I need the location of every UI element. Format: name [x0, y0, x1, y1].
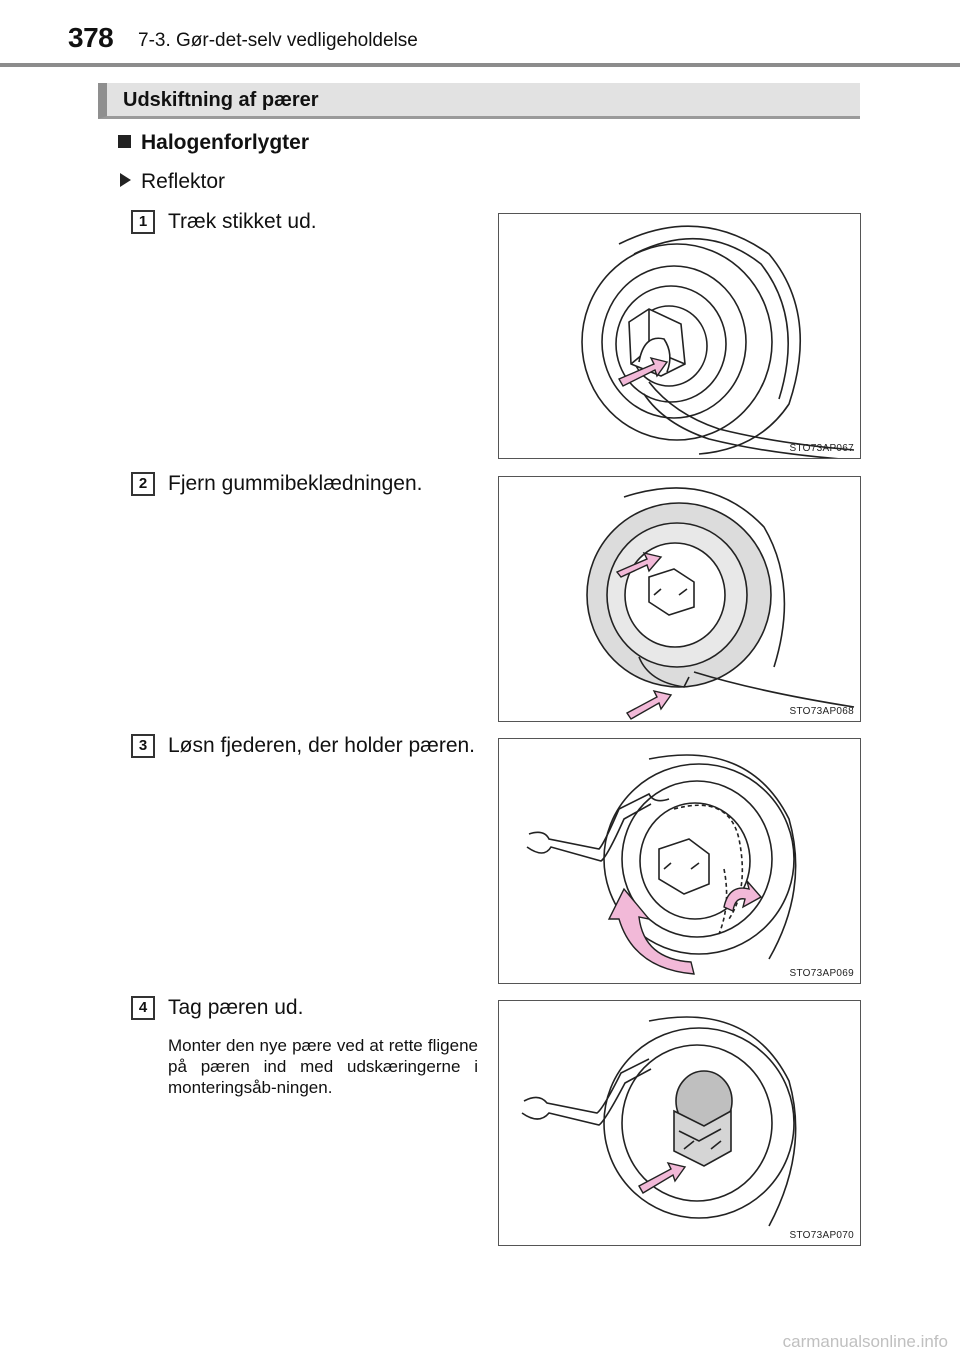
figure-code-1: STO73AP067: [789, 443, 854, 454]
bulb-removal-illustration: [521, 1016, 797, 1227]
page-number: 378: [68, 22, 114, 53]
watermark: carmanualsonline.info: [782, 1332, 948, 1351]
step-note-4: Monter den nye pære ved at rette fligene…: [168, 1036, 478, 1097]
triangle-bullet-icon: [120, 173, 131, 187]
sub-subheading-text: Reflektor: [141, 170, 226, 193]
figure-3: STO73AP069: [498, 738, 861, 984]
headlight-connector-illustration: [581, 225, 855, 458]
section-title: Udskiftning af pærer: [123, 89, 319, 111]
figure-4: STO73AP070: [498, 1000, 861, 1246]
subheading: Halogenforlygter: [118, 131, 309, 155]
step-number-1: 1: [131, 210, 155, 234]
figure-code-4: STO73AP070: [789, 1230, 854, 1241]
figure-2: STO73AP068: [498, 476, 861, 722]
header-rule: [0, 63, 960, 67]
step-text-1: Træk stikket ud.: [168, 210, 317, 233]
subheading-text: Halogenforlygter: [141, 131, 310, 154]
sub-subheading: Reflektor: [120, 170, 225, 194]
step-text-4: Tag pæren ud.: [168, 996, 304, 1019]
section-title-box: Udskiftning af pærer: [98, 83, 860, 119]
step-text-2: Fjern gummibeklædningen.: [168, 472, 423, 495]
chapter-title: 7-3. Gør-det-selv vedligeholdelse: [138, 30, 418, 51]
step-text-3: Løsn fjederen, der holder pæren.: [168, 734, 476, 757]
step-number-2: 2: [131, 472, 155, 496]
rubber-cover-illustration: [586, 487, 855, 720]
square-bullet-icon: [118, 135, 131, 148]
figure-code-2: STO73AP068: [789, 706, 854, 717]
step-number-4: 4: [131, 996, 155, 1020]
figure-1: STO73AP067: [498, 213, 861, 459]
spring-release-illustration: [526, 754, 797, 975]
step-number-3: 3: [131, 734, 155, 758]
figure-code-3: STO73AP069: [789, 968, 854, 979]
